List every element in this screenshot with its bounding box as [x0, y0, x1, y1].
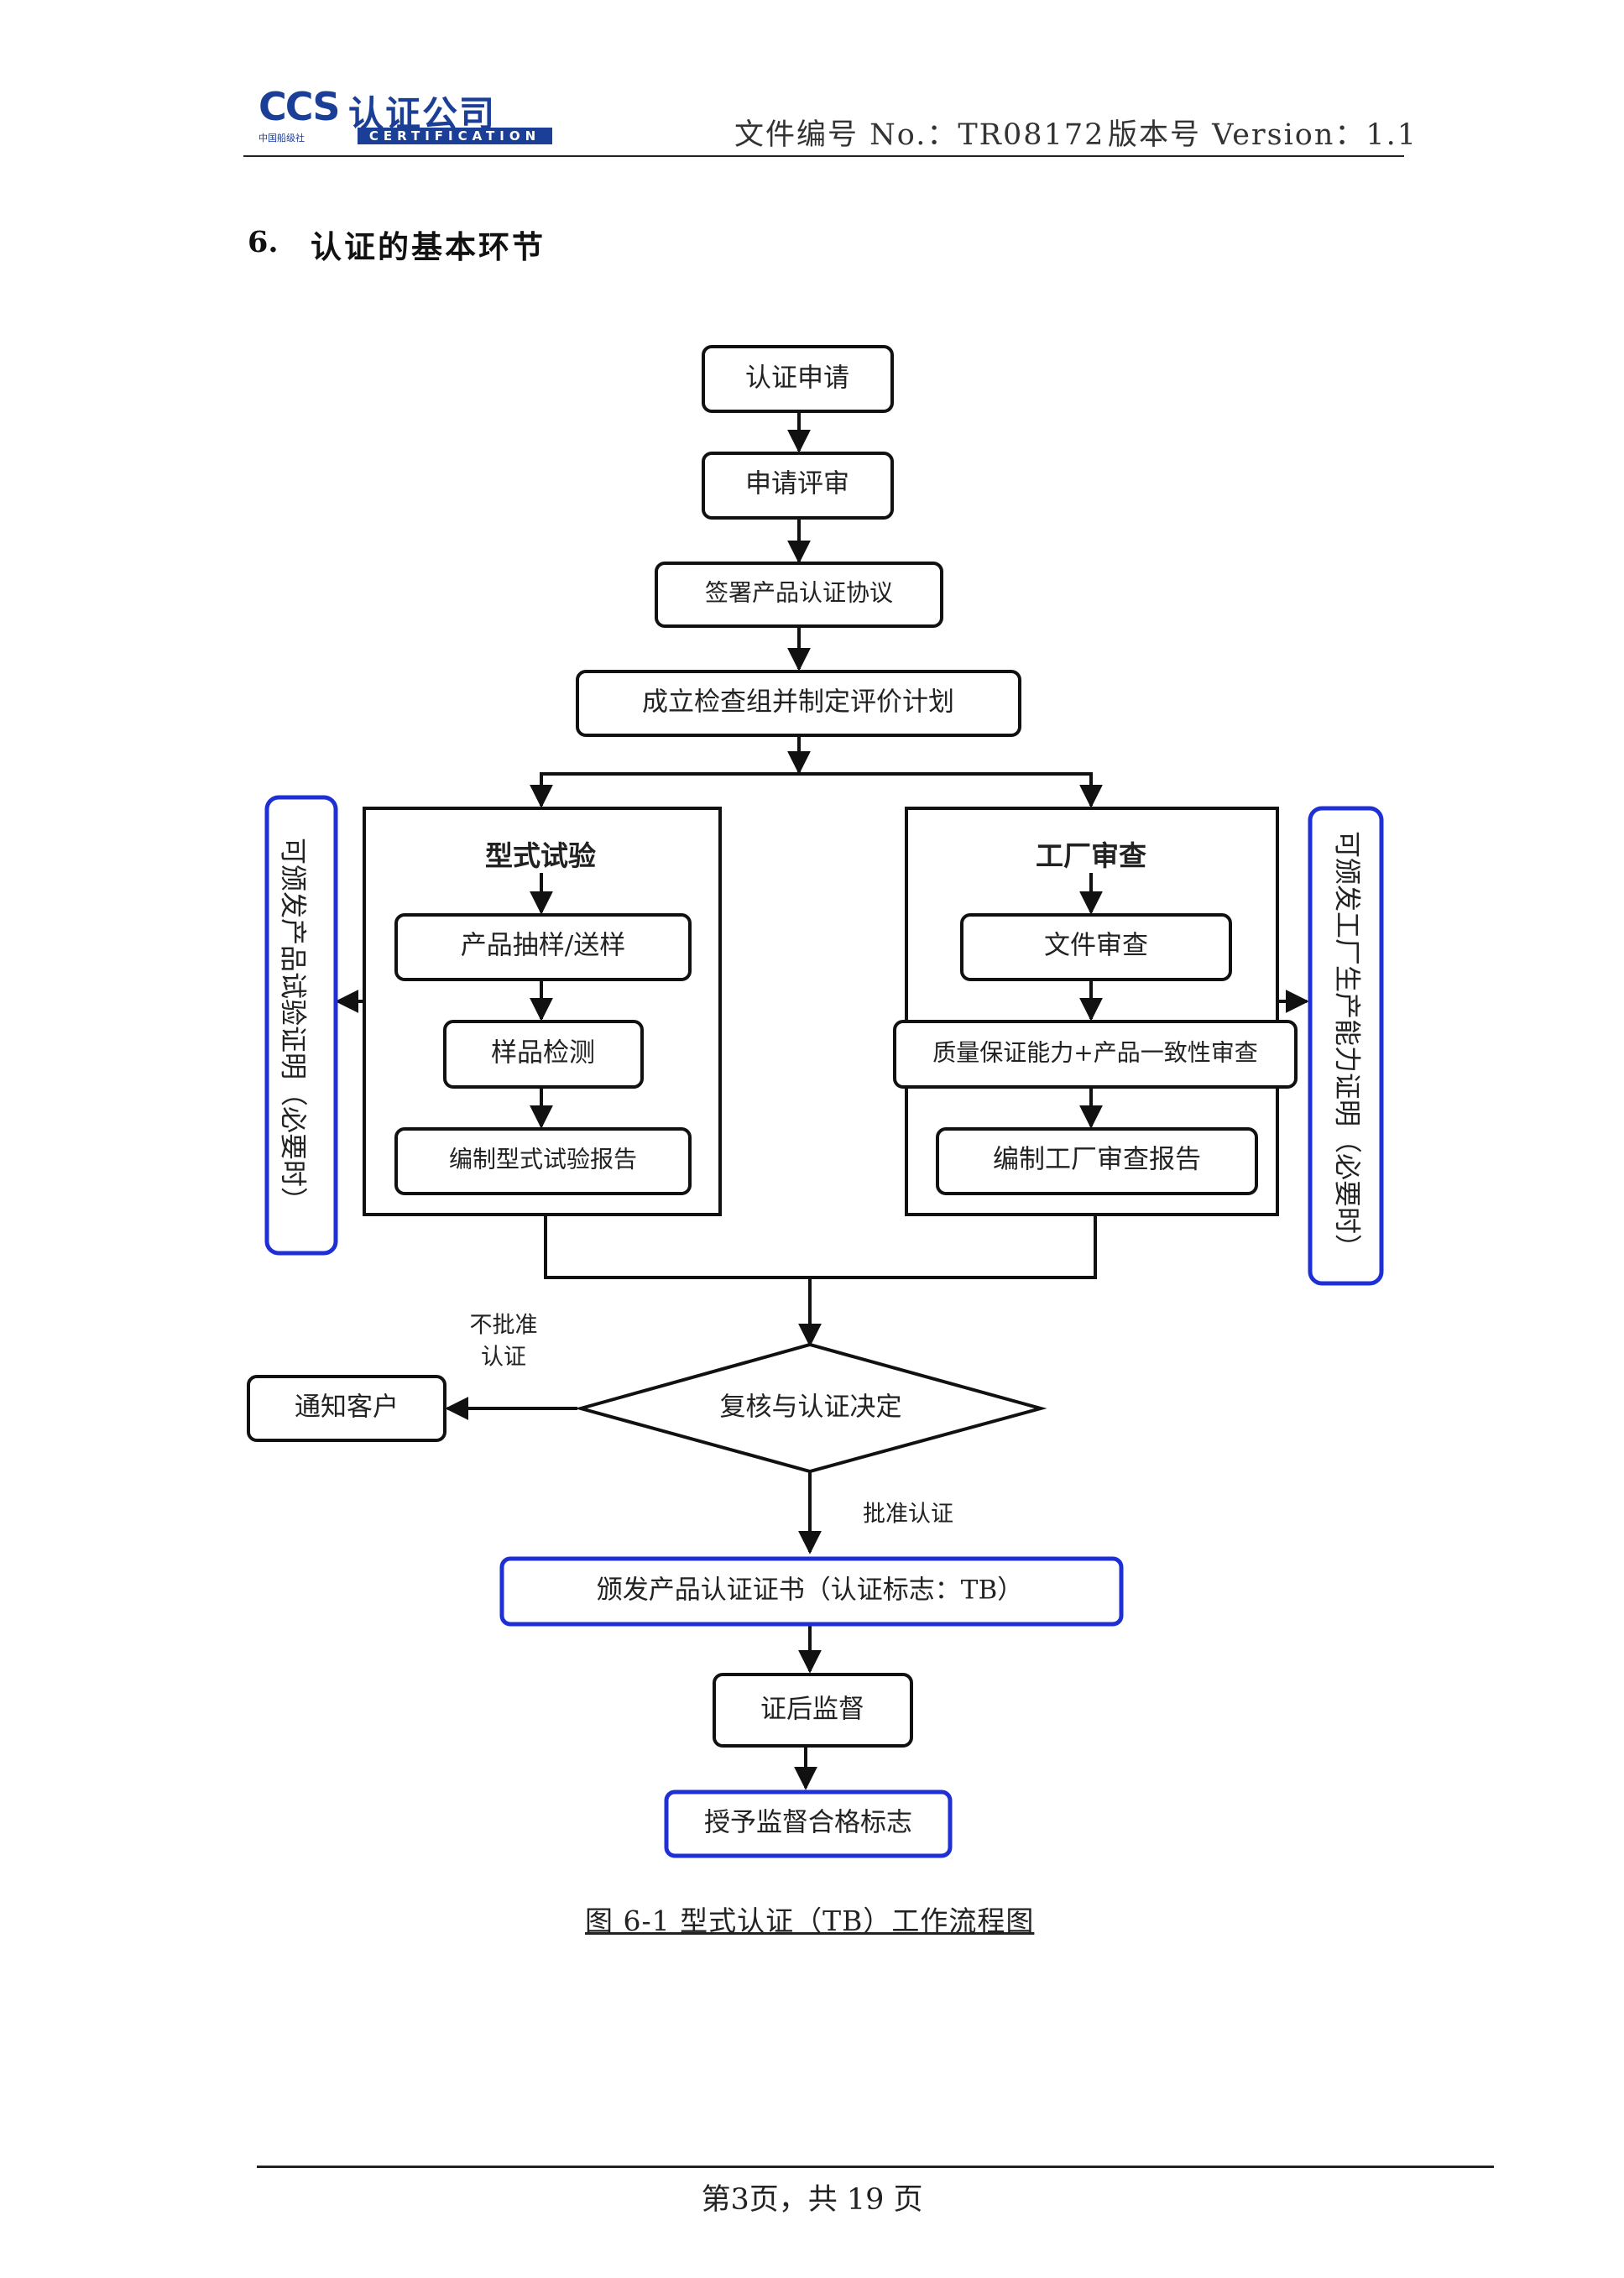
header-divider	[243, 155, 1404, 157]
version-number: 版本号 Version：1.1	[1108, 118, 1418, 152]
certificate-box	[499, 1556, 1124, 1627]
figure-caption: 图 6-1 型式认证（TB）工作流程图	[585, 1904, 1035, 1937]
factory-title: 工厂审查	[1036, 839, 1146, 872]
apply-box	[702, 345, 894, 413]
left-side-box	[264, 795, 338, 1256]
footer-divider	[257, 2166, 1494, 2168]
review-label: 申请评审	[745, 469, 849, 499]
agreement-label: 签署产品认证协议	[705, 579, 893, 607]
sampling-box	[394, 913, 692, 981]
mark-box	[664, 1789, 953, 1858]
reject-label-1: 不批准	[470, 1313, 538, 1339]
decision-label: 复核与认证决定	[720, 1392, 902, 1423]
logo-sub-text: 中国船级社	[258, 133, 305, 144]
left-side-label: 可颁发产品试验证明（必要时）	[278, 838, 310, 1214]
section-number: 6.	[248, 225, 279, 259]
sample-test-label: 样品检测	[491, 1038, 595, 1068]
doc-review-box	[960, 913, 1232, 981]
sample-test-box	[443, 1020, 644, 1089]
type-test-title: 型式试验	[485, 839, 596, 872]
sampling-label: 产品抽样/送样	[461, 931, 625, 961]
certificate-label: 颁发产品认证证书（认证标志：TB）	[597, 1575, 1023, 1606]
quality-review-box	[893, 1020, 1298, 1089]
doc-review-label: 文件审查	[1044, 931, 1148, 961]
audit-report-box	[936, 1127, 1258, 1195]
section-title: 认证的基本环节	[311, 228, 546, 265]
review-box	[702, 452, 894, 520]
doc-number: 文件编号 No.：TR08172	[734, 118, 1105, 152]
split-line	[540, 772, 1093, 804]
notify-box	[247, 1375, 446, 1442]
test-report-box	[394, 1127, 692, 1195]
surveillance-label: 证后监督	[760, 1695, 864, 1725]
test-report-label: 编制型式试验报告	[449, 1146, 637, 1173]
logo-ccs-text: CCS	[258, 84, 341, 129]
merge-line	[544, 1215, 1097, 1279]
quality-review-label: 质量保证能力+产品一致性审查	[932, 1039, 1257, 1067]
plan-box	[576, 670, 1021, 737]
mark-label: 授予监督合格标志	[704, 1808, 912, 1838]
right-side-box	[1308, 806, 1384, 1286]
factory-audit-group	[905, 807, 1279, 1216]
notify-label: 通知客户	[295, 1392, 399, 1423]
right-side-label: 可颁发工厂生产能力证明（必要时）	[1332, 831, 1364, 1261]
page-number: 第3页，共 19 页	[701, 2183, 923, 2217]
surveillance-box	[713, 1673, 913, 1748]
apply-label: 认证申请	[745, 363, 849, 394]
plan-label: 成立检查组并制定评价计划	[642, 687, 954, 718]
logo-cn-text: 认证公司	[348, 93, 497, 134]
ccs-logo: CCS 认证公司 中国船级社 CERTIFICATION	[258, 84, 552, 151]
decision-diamond	[574, 1342, 1047, 1474]
reject-label-2: 认证	[481, 1345, 526, 1371]
type-test-group	[363, 807, 722, 1216]
audit-report-label: 编制工厂审查报告	[993, 1145, 1201, 1175]
approve-label: 批准认证	[863, 1502, 953, 1528]
logo-bar-text: CERTIFICATION	[358, 128, 552, 144]
agreement-box	[655, 562, 943, 628]
